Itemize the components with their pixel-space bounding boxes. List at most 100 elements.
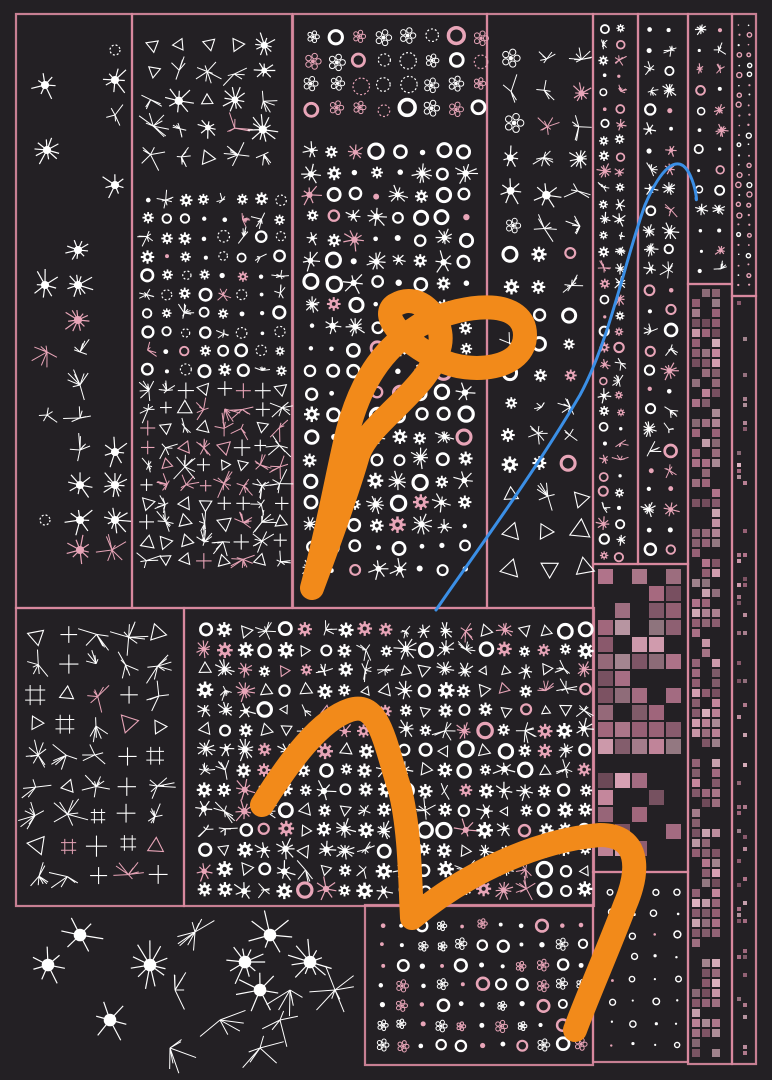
glyph-gear — [437, 860, 454, 878]
glyph-ring — [736, 231, 742, 238]
glyph-dot — [666, 388, 672, 394]
glyph-cross — [217, 381, 233, 396]
glyph-gear — [615, 182, 625, 192]
tile — [702, 799, 710, 807]
glyph-dot — [667, 527, 673, 533]
glyph-dot — [610, 1044, 613, 1047]
glyph-star — [576, 717, 594, 738]
tile — [743, 805, 747, 809]
glyph-spark — [646, 441, 662, 457]
glyph-ring — [417, 641, 434, 659]
glyph-dot — [697, 268, 702, 274]
glyph-gear — [556, 723, 573, 739]
glyph-dot — [239, 311, 245, 317]
glyph-dot — [519, 942, 524, 947]
glyph-dot — [653, 954, 657, 958]
glyph-ring — [367, 142, 385, 160]
tile — [632, 637, 647, 652]
glyph-spark — [269, 419, 289, 443]
glyph-ring — [561, 307, 578, 324]
tile — [702, 319, 710, 327]
tile — [743, 949, 747, 953]
glyph-ring — [613, 341, 625, 354]
glyph-dot — [538, 1022, 543, 1028]
glyph-star — [695, 203, 709, 216]
glyph-star — [599, 358, 611, 370]
glyph-ring — [674, 975, 683, 983]
glyph-ring — [745, 132, 752, 139]
tile — [743, 427, 747, 431]
tile — [598, 671, 613, 686]
glyph-spark — [562, 274, 584, 293]
glyph-spark — [255, 621, 276, 640]
glyph-tri — [215, 517, 232, 533]
glyph-tri — [144, 40, 160, 54]
glyph-ring — [597, 485, 609, 497]
glyph-tri — [176, 439, 190, 454]
glyph-tri — [237, 459, 250, 472]
glyph-flower — [425, 53, 440, 68]
glyph-dot — [611, 979, 614, 982]
tile — [712, 1019, 720, 1027]
glyph-dot — [462, 523, 468, 529]
glyph-ring — [217, 344, 230, 357]
glyph-ring — [556, 622, 574, 640]
glyph-spark — [260, 90, 278, 113]
tile — [615, 603, 630, 618]
glyph-spark — [113, 861, 144, 880]
glyph-spark — [213, 470, 233, 499]
glyph-gear — [501, 456, 519, 473]
glyph-hash — [146, 746, 164, 765]
glyph-ring — [257, 822, 270, 835]
tile — [692, 939, 700, 947]
glyph-dot — [201, 236, 207, 242]
tile — [743, 397, 747, 401]
tile — [598, 637, 613, 652]
tile — [702, 979, 710, 987]
glyph-ring — [327, 29, 344, 46]
glyph-star — [255, 32, 276, 56]
glyph-star — [500, 178, 522, 205]
glyph-dot — [748, 93, 751, 96]
glyph-ring — [433, 383, 451, 401]
glyph-tri — [478, 683, 492, 698]
tile — [598, 654, 613, 669]
glyph-dot — [419, 543, 425, 549]
glyph-star — [615, 198, 626, 212]
tile — [712, 929, 720, 937]
glyph-star — [103, 507, 132, 534]
glyph-spark — [156, 189, 174, 209]
glyph-dot — [439, 542, 445, 549]
glyph-spark — [618, 84, 628, 94]
tile — [666, 569, 681, 584]
glyph-ring — [303, 473, 319, 490]
tile — [712, 869, 720, 877]
glyph-gear — [326, 297, 341, 311]
glyph-tri — [217, 553, 232, 567]
glyph-ring — [392, 211, 404, 224]
glyph-gear — [419, 724, 432, 737]
glyph-star — [663, 502, 680, 517]
glyph-gear — [217, 642, 233, 659]
tile — [712, 999, 720, 1007]
glyph-ring — [746, 32, 753, 38]
glyph-ring — [302, 272, 320, 291]
tile — [598, 705, 613, 720]
tile — [712, 559, 720, 567]
tile — [692, 319, 700, 327]
glyph-gear — [518, 645, 531, 657]
glyph-spark — [230, 423, 249, 441]
glyph-tri — [296, 844, 310, 859]
glyph-spark — [154, 495, 169, 513]
glyph-flower — [376, 1038, 390, 1052]
glyph-dot — [222, 217, 228, 223]
tile — [712, 359, 720, 367]
glyph-star — [398, 719, 414, 737]
glyph-star — [435, 250, 452, 273]
glyph-spark — [265, 435, 292, 458]
glyph-dot — [163, 349, 169, 355]
tile — [702, 969, 710, 977]
glyph-gear — [479, 783, 494, 799]
glyph-gear — [460, 342, 473, 355]
glyph-ring — [198, 326, 212, 339]
